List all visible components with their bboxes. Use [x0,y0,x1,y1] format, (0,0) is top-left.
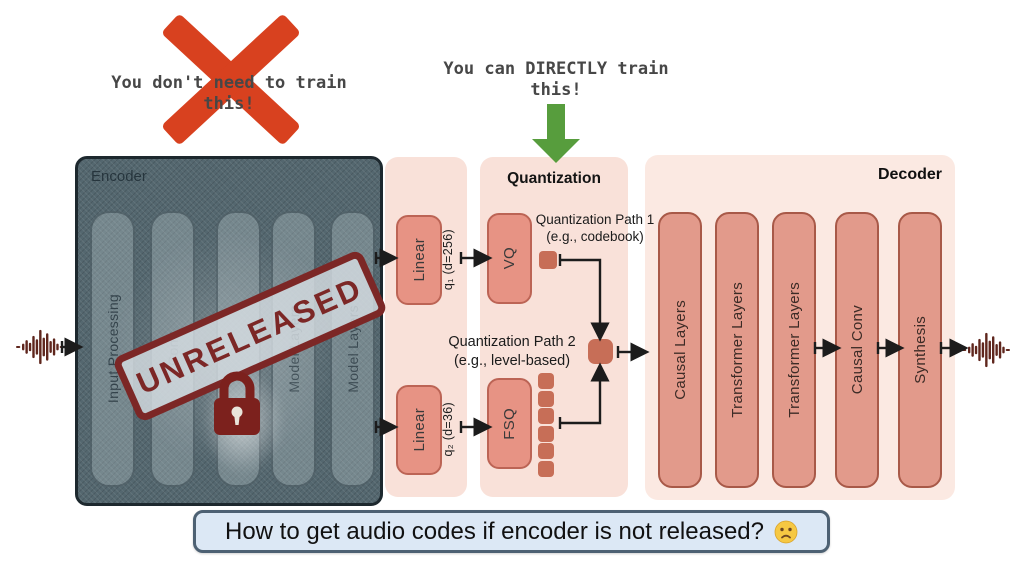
encoder-layer-bar: Model Layers [330,211,375,487]
decoder-layer-label: Synthesis [911,316,929,384]
fsq-block: FSQ [487,378,532,469]
note-dont-train-line1: You don't need to train [111,73,347,93]
linear-block-1: Linear [396,215,442,305]
fsq-token [538,443,554,459]
audio-waveform-icon [962,332,1010,368]
fsq-token [538,408,554,424]
fsq-token-column [538,373,554,477]
decoder-layer-bar: Transformer Layers [772,212,816,488]
q2-dimension-label: q₂ (d=36) [441,401,455,457]
decoder-layer-label: Causal Layers [671,300,689,400]
lock-icon [214,371,260,435]
fsq-token [538,373,554,389]
linear-block-2-label: Linear [410,408,428,452]
quantization-path2-label: Quantization Path 2 (e.g., level-based) [448,334,576,369]
quantization-title: Quantization [507,170,601,187]
question-text: How to get audio codes if encoder is not… [224,517,764,545]
green-down-arrow-icon [532,104,580,163]
decoder-layer-label: Transformer Layers [785,282,803,418]
question-banner: How to get audio codes if encoder is not… [193,510,830,553]
decoder-layer-bar: Synthesis [898,212,942,488]
decoder-layer-label: Transformer Layers [728,282,746,418]
quantization-path1-label: Quantization Path 1 (e.g., codebook) [535,212,655,244]
vq-label: VQ [501,247,518,270]
decoder-layer-bar: Transformer Layers [715,212,759,488]
linear-block-2: Linear [396,385,442,475]
note-direct-train: You can DIRECTLY train this! [396,59,716,101]
vq-block: VQ [487,213,532,304]
note-dont-train: You don't need to train this! [69,73,389,115]
encoder-title: Encoder [91,168,147,185]
codebook-token [539,251,557,269]
slightly-frowning-face-icon [774,520,798,543]
note-direct-train-line1: You can DIRECTLY train [443,59,669,79]
decoder-layer-bar: Causal Layers [658,212,702,488]
decoder-layer-bar: Causal Conv [835,212,879,488]
fsq-label: FSQ [501,407,518,440]
note-dont-train-line2: this! [203,94,255,114]
decoder-layer-label: Causal Conv [848,305,866,395]
linear-block-1-label: Linear [410,238,428,282]
note-direct-train-line2: this! [530,80,582,100]
fsq-token [538,460,554,477]
audio-waveform-icon [16,329,64,365]
codes-junction-token [588,339,613,364]
encoder-layer-label: Input Processing [104,294,121,404]
q1-dimension-label: q₁ (d=256) [441,229,455,291]
fsq-token [538,425,554,442]
encoder-layer-bar: Input Processing [90,211,135,487]
fsq-token [538,390,554,407]
decoder-title: Decoder [877,166,942,183]
encoder-panel: Encoder Input Processing Conv Model Laye… [75,156,389,506]
